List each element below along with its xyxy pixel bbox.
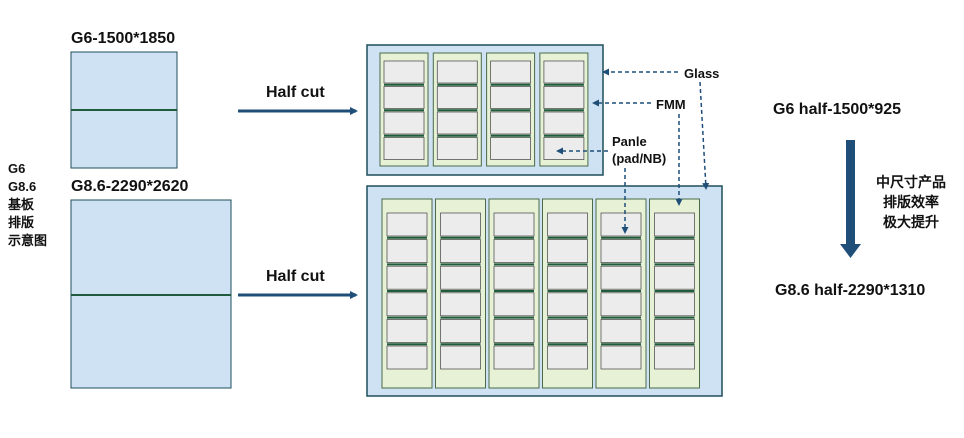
panel-cell [654,318,695,343]
panel-cell [490,86,532,109]
fmm-strip [539,52,589,167]
panel-cell [600,292,642,317]
panel-cell [386,212,428,237]
panel-cell [654,212,695,237]
glass-label: Glass [684,66,720,81]
g6-half-substrate [366,44,604,176]
panel-cell [493,292,535,317]
side-caption-line: G6 [8,161,26,176]
panel-cell [383,137,425,160]
fmm-strip [595,198,647,389]
panel-cell [440,292,481,317]
panel-cell [547,239,588,264]
panel-cell [654,265,695,290]
g6-half-label: G6 half-1500*925 [773,101,902,118]
panel-cell [543,137,585,160]
g86-substrate [70,199,232,389]
panel-cell [654,345,695,370]
fmm-label: FMM [656,97,686,112]
panel-cell [383,86,425,109]
panel-cell [493,265,535,290]
panel-cell [436,111,478,135]
fmm-strip [488,198,540,389]
panel-cell [600,345,642,370]
panel-cell [543,111,585,135]
g6-substrate [70,51,178,169]
panel-cell [440,318,481,343]
fmm-strip [542,198,593,389]
panel-cell [600,265,642,290]
g86-half-label: G8.6 half-2290*1310 [775,282,926,299]
panel-cell [440,265,481,290]
fmm-strip [381,198,433,389]
panel-cell [493,212,535,237]
side-caption-line: G8.6 [8,179,37,194]
panel-cell [436,137,478,160]
panel-cell [490,137,532,160]
panel-cell [383,111,425,135]
glass-pointer-down [699,81,710,190]
side-caption-line: 排版 [8,215,35,230]
panel-cell [600,318,642,343]
efficiency-line: 排版效率 [883,194,939,210]
panel-cell [490,60,532,84]
side-caption-line: 示意图 [8,233,48,248]
panel-cell [547,292,588,317]
g86-size-label: G8.6-2290*2620 [71,178,189,195]
panel-cell [547,265,588,290]
fmm-strip [486,52,536,167]
panel-cell [654,239,695,264]
panel-label-line2: (pad/NB) [612,151,667,166]
panel-cell [543,86,585,109]
half-cut-label-top: Half cut [266,84,325,101]
half-cut-label-bottom: Half cut [266,268,325,285]
panel-cell [490,111,532,135]
panel-cell [654,292,695,317]
panel-cell [547,345,588,370]
side-caption-line: 基板 [8,197,35,212]
g6-size-label: G6-1500*1850 [71,30,176,47]
fmm-strip [379,52,429,167]
efficiency-line: 中尺寸产品 [876,174,946,190]
panel-cell [543,60,585,84]
g86-half-substrate [366,185,723,397]
fmm-strip [649,198,700,389]
panel-cell [386,345,428,370]
panel-cell [440,212,481,237]
panel-cell [600,239,642,264]
panel-cell [493,345,535,370]
efficiency-down-arrow [840,140,861,258]
panel-cell [386,318,428,343]
panel-cell [440,345,481,370]
panel-cell [383,60,425,84]
panel-cell [600,212,642,237]
side-caption: G6 G8.6 基板 排版 示意图 [8,160,47,250]
panel-cell [493,318,535,343]
fmm-strip [435,198,486,389]
panel-cell [386,265,428,290]
fmm-strip [432,52,482,167]
efficiency-line: 极大提升 [883,214,939,230]
panel-cell [436,86,478,109]
panel-cell [386,292,428,317]
panel-cell [493,239,535,264]
panel-cell [547,212,588,237]
panel-cell [440,239,481,264]
panel-cell [547,318,588,343]
panel-cell [386,239,428,264]
panel-cell [436,60,478,84]
panel-label-line1: Panle [612,134,647,149]
efficiency-caption: 中尺寸产品 排版效率 极大提升 [868,172,954,232]
